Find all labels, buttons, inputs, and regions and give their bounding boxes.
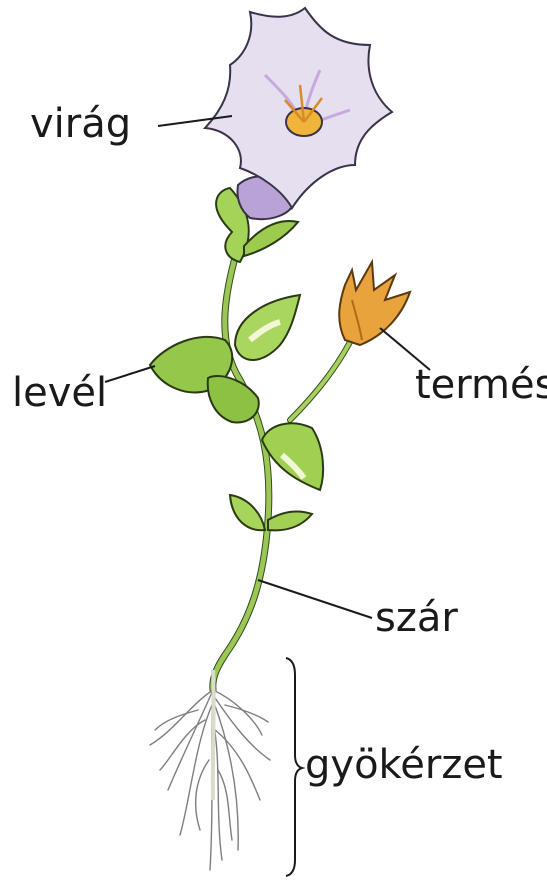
leaf-middle-low — [208, 376, 259, 422]
label-stem: szár — [375, 598, 458, 638]
label-leaf: levél — [12, 373, 107, 413]
leader-stem — [258, 580, 372, 618]
main-root — [213, 670, 214, 800]
leaves — [150, 188, 323, 530]
leaf-bud-right — [244, 221, 298, 256]
fruit-stalk — [290, 342, 350, 420]
roots — [150, 690, 270, 870]
label-roots: gyökérzet — [305, 745, 503, 785]
leaf-lower-left — [230, 495, 265, 530]
label-flower: virág — [30, 104, 131, 144]
flower — [205, 8, 392, 219]
label-fruit: termés — [415, 365, 547, 405]
roots-bracket — [286, 658, 302, 876]
leader-leaf — [105, 366, 155, 382]
leaf-lower-right — [268, 512, 312, 531]
fruit — [339, 262, 410, 345]
